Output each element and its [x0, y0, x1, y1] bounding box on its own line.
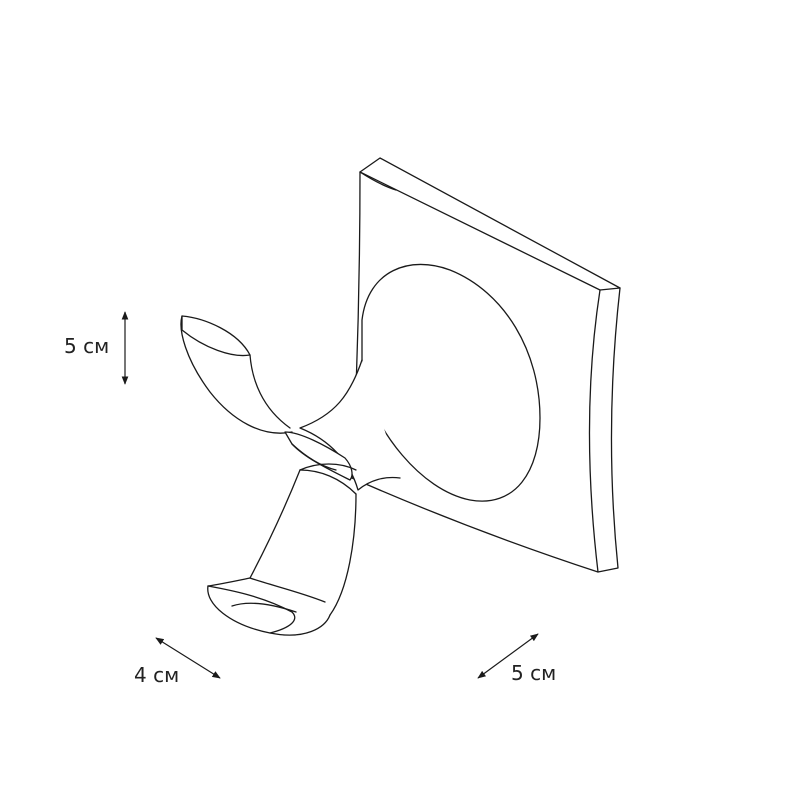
hook-neck: [299, 359, 401, 491]
hook-twist: [284, 431, 357, 495]
depth-dimension-label: 4 см: [134, 663, 180, 687]
width-dimension-arrow: [477, 633, 539, 679]
plate-boss: [361, 263, 541, 502]
height-dimension-label: 5 см: [64, 334, 110, 358]
upper-hook-tip: [180, 315, 293, 434]
width-dimension-label: 5 см: [511, 661, 557, 685]
lower-hook-body: [207, 469, 357, 636]
depth-dimension-arrow: [155, 637, 221, 679]
